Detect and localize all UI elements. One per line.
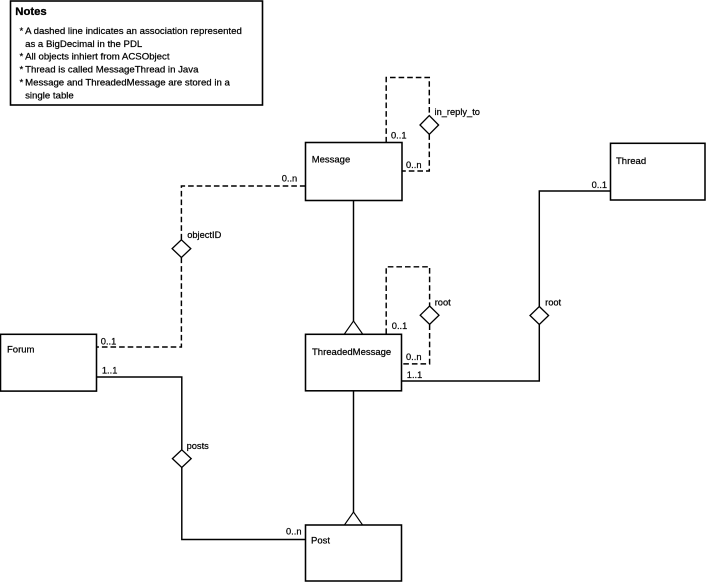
svg-text:ThreadedMessage: ThreadedMessage <box>312 347 391 358</box>
svg-text:as a BigDecimal in the PDL: as a BigDecimal in the PDL <box>25 39 143 50</box>
svg-text:0..n: 0..n <box>282 174 298 184</box>
svg-text:0..1: 0..1 <box>391 131 407 141</box>
svg-text:Thread: Thread <box>616 156 646 167</box>
svg-text:A dashed line indicates an ass: A dashed line indicates an association r… <box>25 26 242 37</box>
svg-text:Forum: Forum <box>7 345 35 356</box>
svg-text:objectID: objectID <box>187 230 221 240</box>
svg-text:single table: single table <box>25 90 74 101</box>
svg-text:root: root <box>435 298 451 308</box>
svg-text:Thread is called MessageThread: Thread is called MessageThread in Java <box>25 65 199 76</box>
svg-text:root: root <box>545 298 561 308</box>
svg-text:in_reply_to: in_reply_to <box>435 107 480 117</box>
svg-text:1..1: 1..1 <box>102 366 118 376</box>
svg-text:0..n: 0..n <box>406 160 422 170</box>
svg-text:*: * <box>20 26 24 37</box>
svg-text:Message and ThreadedMessage ar: Message and ThreadedMessage are stored i… <box>25 77 230 88</box>
svg-text:0..n: 0..n <box>406 352 422 362</box>
svg-text:0..1: 0..1 <box>101 337 117 347</box>
svg-text:Notes: Notes <box>15 6 46 18</box>
svg-text:Post: Post <box>311 536 330 547</box>
svg-text:*: * <box>20 77 24 88</box>
svg-text:0..1: 0..1 <box>392 321 408 331</box>
svg-text:All objects inhiert from ACSOb: All objects inhiert from ACSObject <box>25 52 170 63</box>
svg-text:1..1: 1..1 <box>407 370 423 380</box>
svg-text:0..n: 0..n <box>286 527 302 537</box>
svg-text:0..1: 0..1 <box>592 180 608 190</box>
svg-text:*: * <box>20 52 24 63</box>
svg-text:posts: posts <box>187 441 210 451</box>
svg-text:*: * <box>20 65 24 76</box>
svg-text:Message: Message <box>312 154 351 165</box>
